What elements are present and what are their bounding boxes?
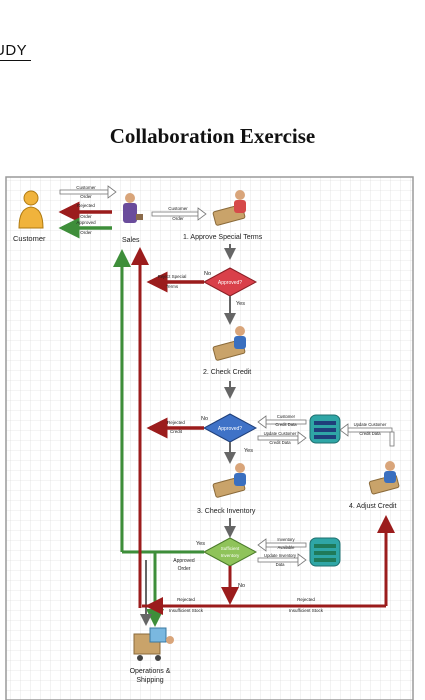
worker-step3-icon [212, 463, 246, 498]
msg-insufficient-left-l1: Rejected [177, 597, 195, 602]
msg-approved-order-l2: Order [80, 230, 92, 235]
decision3-label-l2: Inventory [221, 553, 240, 558]
step3-label: 3. Check Inventory [197, 508, 256, 515]
msg-customer-credit-l2: Credit Data [275, 422, 297, 427]
customer-label: Customer [13, 234, 46, 243]
msg-update-credit-l1: Update Customer [264, 431, 297, 436]
msg-reject-special-l1: Reject Special [158, 274, 187, 279]
worker-step2-icon [212, 326, 246, 361]
msg-rejected-credit-l2: Credit [170, 429, 183, 434]
msg-reject-special-l2: Terms [166, 284, 179, 289]
grid-panel [5, 176, 414, 700]
decision3-no: No [238, 583, 245, 589]
decision3-label-l1: Sufficient [221, 546, 240, 551]
msg-customer-order-l2: Order [80, 194, 92, 199]
operations-label-l2: Shipping [136, 677, 163, 684]
msg-update-inventory-data [257, 553, 307, 567]
msg-approved-out-l2: Order [178, 566, 191, 572]
msg-customer-credit-data [257, 415, 307, 429]
worker-step1-icon [212, 190, 246, 226]
msg-inventory-available-l1: Inventory [277, 537, 295, 542]
inventory-database-icon [309, 537, 341, 567]
msg-customer-order-b [151, 207, 207, 221]
msg-update-inventory-l1: Update Inventory [264, 553, 297, 558]
decision3-yes: Yes [196, 541, 205, 547]
decision2-label: Approved? [218, 426, 242, 432]
step4-label: 4. Adjust Credit [349, 503, 397, 510]
msg-insufficient-right-l2: Insufficient Stock [289, 608, 324, 613]
rejection-return-lines [131, 247, 395, 615]
msg-approved-out-l1: Approved [173, 558, 195, 564]
msg-customer-order-l1: Customer [76, 185, 96, 190]
msg-rejected-credit-l1: Rejected [167, 420, 185, 425]
decision1-no: No [204, 271, 211, 277]
msg-customer-order-b-l2: Order [172, 216, 184, 221]
customer-actor [18, 190, 44, 229]
msg-customer-order [59, 185, 117, 199]
sales-actor [123, 193, 143, 223]
msg-inventory-available [257, 538, 307, 552]
decision2-yes: Yes [244, 448, 253, 454]
operations-label-l1: Operations & [130, 668, 171, 675]
msg-rejected-order-l1: Rejected [77, 203, 95, 208]
msg-update-credit-r-l1: Update Customer [354, 422, 387, 427]
decision1-label: Approved? [218, 280, 242, 286]
msg-approved-order-l1: Approved [76, 220, 96, 225]
operations-shipping-icon [133, 627, 174, 661]
msg-inventory-available-l2: Available [278, 545, 296, 550]
slide-title: Collaboration Exercise [109, 124, 316, 148]
step1-label: 1. Approve Special Terms [183, 234, 263, 241]
msg-update-customer-credit [257, 431, 307, 445]
msg-customer-order-b-l1: Customer [168, 206, 188, 211]
msg-update-credit-r-l2: Credit Data [359, 431, 381, 436]
msg-insufficient-left-l2: Insufficient Stock [169, 608, 204, 613]
sales-label: Sales [122, 237, 140, 244]
credit-database-icon [309, 414, 341, 444]
msg-insufficient-right-l1: Rejected [297, 597, 315, 602]
step2-label: 2. Check Credit [203, 369, 251, 376]
msg-update-credit-l2: Credit Data [269, 440, 291, 445]
msg-customer-credit-l1: Customer [277, 414, 296, 419]
msg-rejected-order-l2: Order [80, 214, 92, 219]
msg-update-inventory-l2: Data [276, 562, 286, 567]
decision2-no: No [201, 416, 208, 422]
header-tag: UDY [0, 42, 32, 61]
decision1-yes: Yes [236, 301, 245, 307]
msg-update-customer-credit-right [339, 423, 395, 447]
worker-step4-icon [368, 461, 400, 495]
